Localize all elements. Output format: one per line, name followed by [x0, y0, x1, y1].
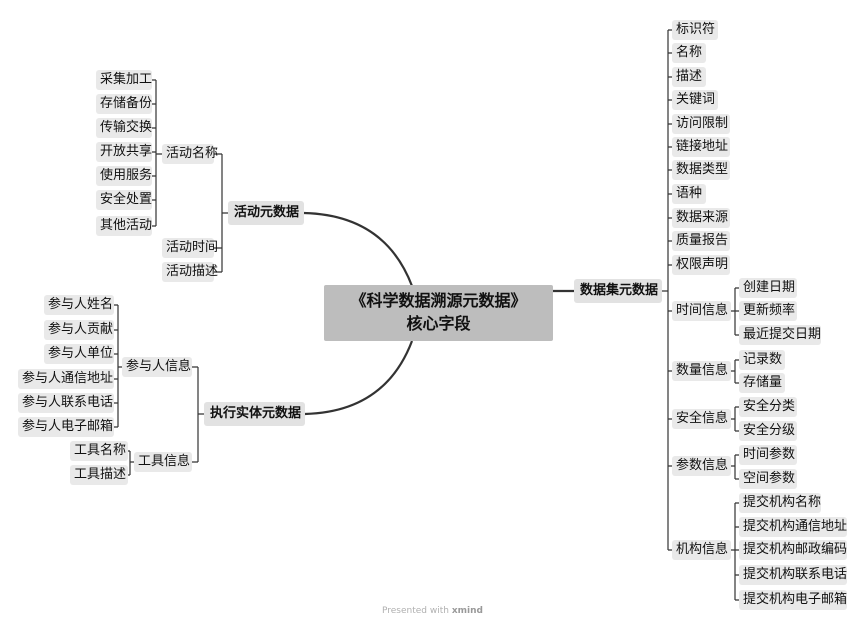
tool-item[interactable]: 工具名称	[70, 441, 128, 461]
footer-brand: xmind	[451, 606, 483, 616]
activity-name-item[interactable]: 传输交换	[96, 118, 152, 138]
time-info-item[interactable]: 最近提交日期	[739, 325, 821, 345]
tool-info-node[interactable]: 工具信息	[134, 452, 192, 472]
connector-activity-bracket	[214, 153, 228, 273]
dataset-item[interactable]: 语种	[672, 184, 706, 204]
footer-credit: Presented with xmind	[0, 606, 865, 616]
security-info-item[interactable]: 安全分类	[739, 397, 797, 417]
dataset-item[interactable]: 质量报告	[672, 231, 730, 251]
dataset-item[interactable]: 数据来源	[672, 208, 730, 228]
tool-item[interactable]: 工具描述	[70, 465, 128, 485]
time-info-item[interactable]: 创建日期	[739, 278, 797, 298]
time-info-item[interactable]: 更新频率	[739, 301, 797, 321]
activity-name-item[interactable]: 采集加工	[96, 70, 152, 90]
connector-param-bracket	[731, 454, 739, 480]
activity-desc-node[interactable]: 活动描述	[162, 262, 218, 282]
dataset-item[interactable]: 标识符	[672, 20, 718, 40]
activity-name-node[interactable]: 活动名称	[162, 144, 218, 164]
count-info-item[interactable]: 记录数	[739, 350, 785, 370]
dataset-item[interactable]: 名称	[672, 43, 706, 63]
participant-item[interactable]: 参与人姓名	[44, 295, 114, 315]
activity-name-item[interactable]: 开放共享	[96, 142, 152, 162]
connector-org-bracket	[731, 502, 739, 601]
activity-time-node[interactable]: 活动时间	[162, 238, 218, 258]
connector-security-bracket	[731, 406, 739, 432]
activity-name-item[interactable]: 使用服务	[96, 166, 152, 186]
dataset-item[interactable]: 权限声明	[672, 255, 730, 275]
connector-root-executor	[304, 340, 414, 416]
activity-name-item[interactable]: 存储备份	[96, 94, 152, 114]
security-info-item[interactable]: 安全分级	[739, 421, 797, 441]
connector-root-activity	[303, 211, 414, 287]
dataset-item[interactable]: 数据类型	[672, 160, 730, 180]
connector-tool-bracket	[128, 450, 134, 476]
participant-item[interactable]: 参与人电子邮箱	[18, 417, 114, 437]
org-info-item[interactable]: 提交机构联系电话	[739, 565, 847, 585]
participant-item[interactable]: 参与人贡献	[44, 320, 114, 340]
footer-prefix: Presented with	[382, 606, 449, 616]
param-info-item[interactable]: 空间参数	[739, 469, 797, 489]
time-info-node[interactable]: 时间信息	[672, 301, 731, 321]
connector-count-bracket	[731, 359, 739, 384]
root-title-line2: 核心字段	[406, 314, 471, 333]
connector-executor-bracket	[192, 366, 204, 463]
dataset-item[interactable]: 链接地址	[672, 137, 730, 157]
org-info-item[interactable]: 提交机构电子邮箱	[739, 590, 847, 610]
org-info-node[interactable]: 机构信息	[672, 540, 731, 560]
activity-name-item[interactable]: 其他活动	[96, 216, 152, 236]
connector-participant-bracket	[114, 304, 122, 428]
org-info-item[interactable]: 提交机构名称	[739, 493, 821, 513]
security-info-node[interactable]: 安全信息	[672, 409, 731, 429]
org-info-item[interactable]: 提交机构通信地址	[739, 517, 847, 537]
activity-name-item[interactable]: 安全处置	[96, 190, 152, 210]
param-info-item[interactable]: 时间参数	[739, 445, 797, 465]
participant-item[interactable]: 参与人通信地址	[18, 369, 114, 389]
activity-metadata-node[interactable]: 活动元数据	[228, 201, 304, 225]
org-info-item[interactable]: 提交机构邮政编码	[739, 540, 847, 560]
dataset-item[interactable]: 访问限制	[672, 114, 730, 134]
dataset-metadata-node[interactable]: 数据集元数据	[574, 279, 662, 303]
count-info-item[interactable]: 存储量	[739, 373, 785, 393]
param-info-node[interactable]: 参数信息	[672, 456, 731, 476]
connector-activity-name-bracket	[152, 79, 162, 227]
count-info-node[interactable]: 数量信息	[672, 361, 731, 381]
participant-item[interactable]: 参与人单位	[44, 344, 114, 364]
root-title-line1: 《科学数据溯源元数据》	[350, 291, 527, 310]
root-topic[interactable]: 《科学数据溯源元数据》 核心字段	[324, 285, 553, 341]
connector-time-bracket	[731, 287, 739, 336]
executor-metadata-node[interactable]: 执行实体元数据	[204, 402, 305, 426]
participant-item[interactable]: 参与人联系电话	[18, 393, 114, 413]
dataset-item[interactable]: 描述	[672, 67, 706, 87]
participant-info-node[interactable]: 参与人信息	[122, 357, 192, 377]
dataset-item[interactable]: 关键词	[672, 90, 718, 110]
